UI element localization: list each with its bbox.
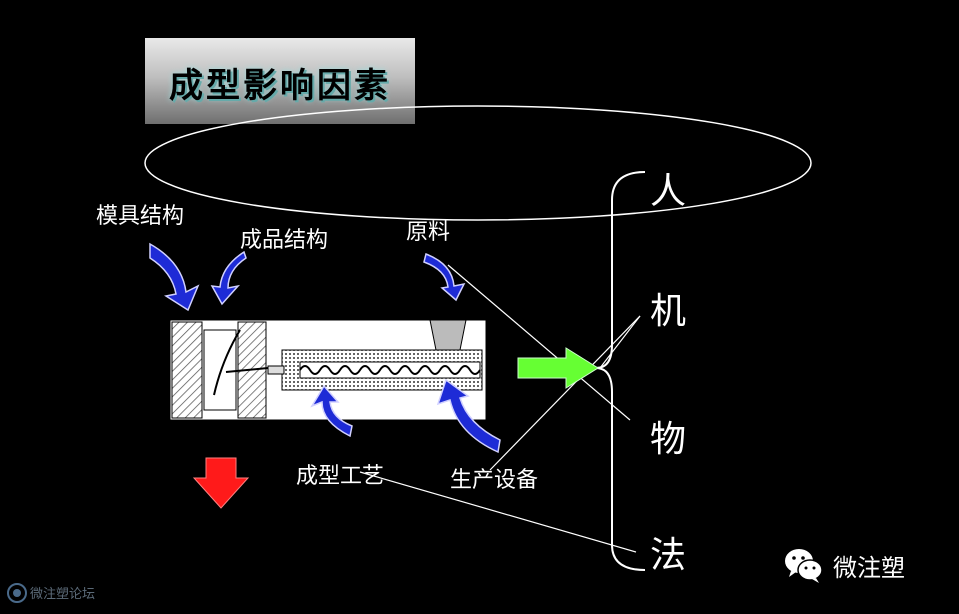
factor-method: 法	[650, 535, 687, 576]
green-arrow	[517, 347, 599, 389]
arrow-process	[310, 384, 353, 438]
blue-arrows	[149, 242, 501, 454]
wechat-icon	[785, 549, 823, 583]
factor-machine: 机	[650, 291, 687, 332]
arrow-product	[210, 250, 247, 306]
label-equipment: 生产设备	[450, 468, 539, 493]
forum-watermark: 微注塑论坛	[30, 587, 96, 602]
bracket-brace	[595, 171, 646, 571]
label-mold-structure: 模具结构	[96, 204, 185, 229]
wechat-account-label: 微注塑	[833, 554, 905, 582]
title-banner	[145, 38, 415, 124]
label-raw-material: 原料	[406, 220, 451, 245]
label-molding-process: 成型工艺	[296, 464, 385, 489]
arrow-equipment	[436, 378, 501, 454]
connector-lines	[359, 264, 641, 553]
arrow-material	[423, 252, 466, 302]
highlight-ellipse	[144, 105, 812, 221]
red-arrow	[192, 457, 250, 509]
factor-person: 人	[650, 171, 687, 212]
forum-logo-icon	[7, 583, 27, 603]
arrow-mold	[149, 242, 200, 312]
slide-title: 成型影响因素	[169, 66, 391, 106]
label-product-structure: 成品结构	[240, 228, 329, 253]
factor-material: 物	[650, 419, 687, 460]
